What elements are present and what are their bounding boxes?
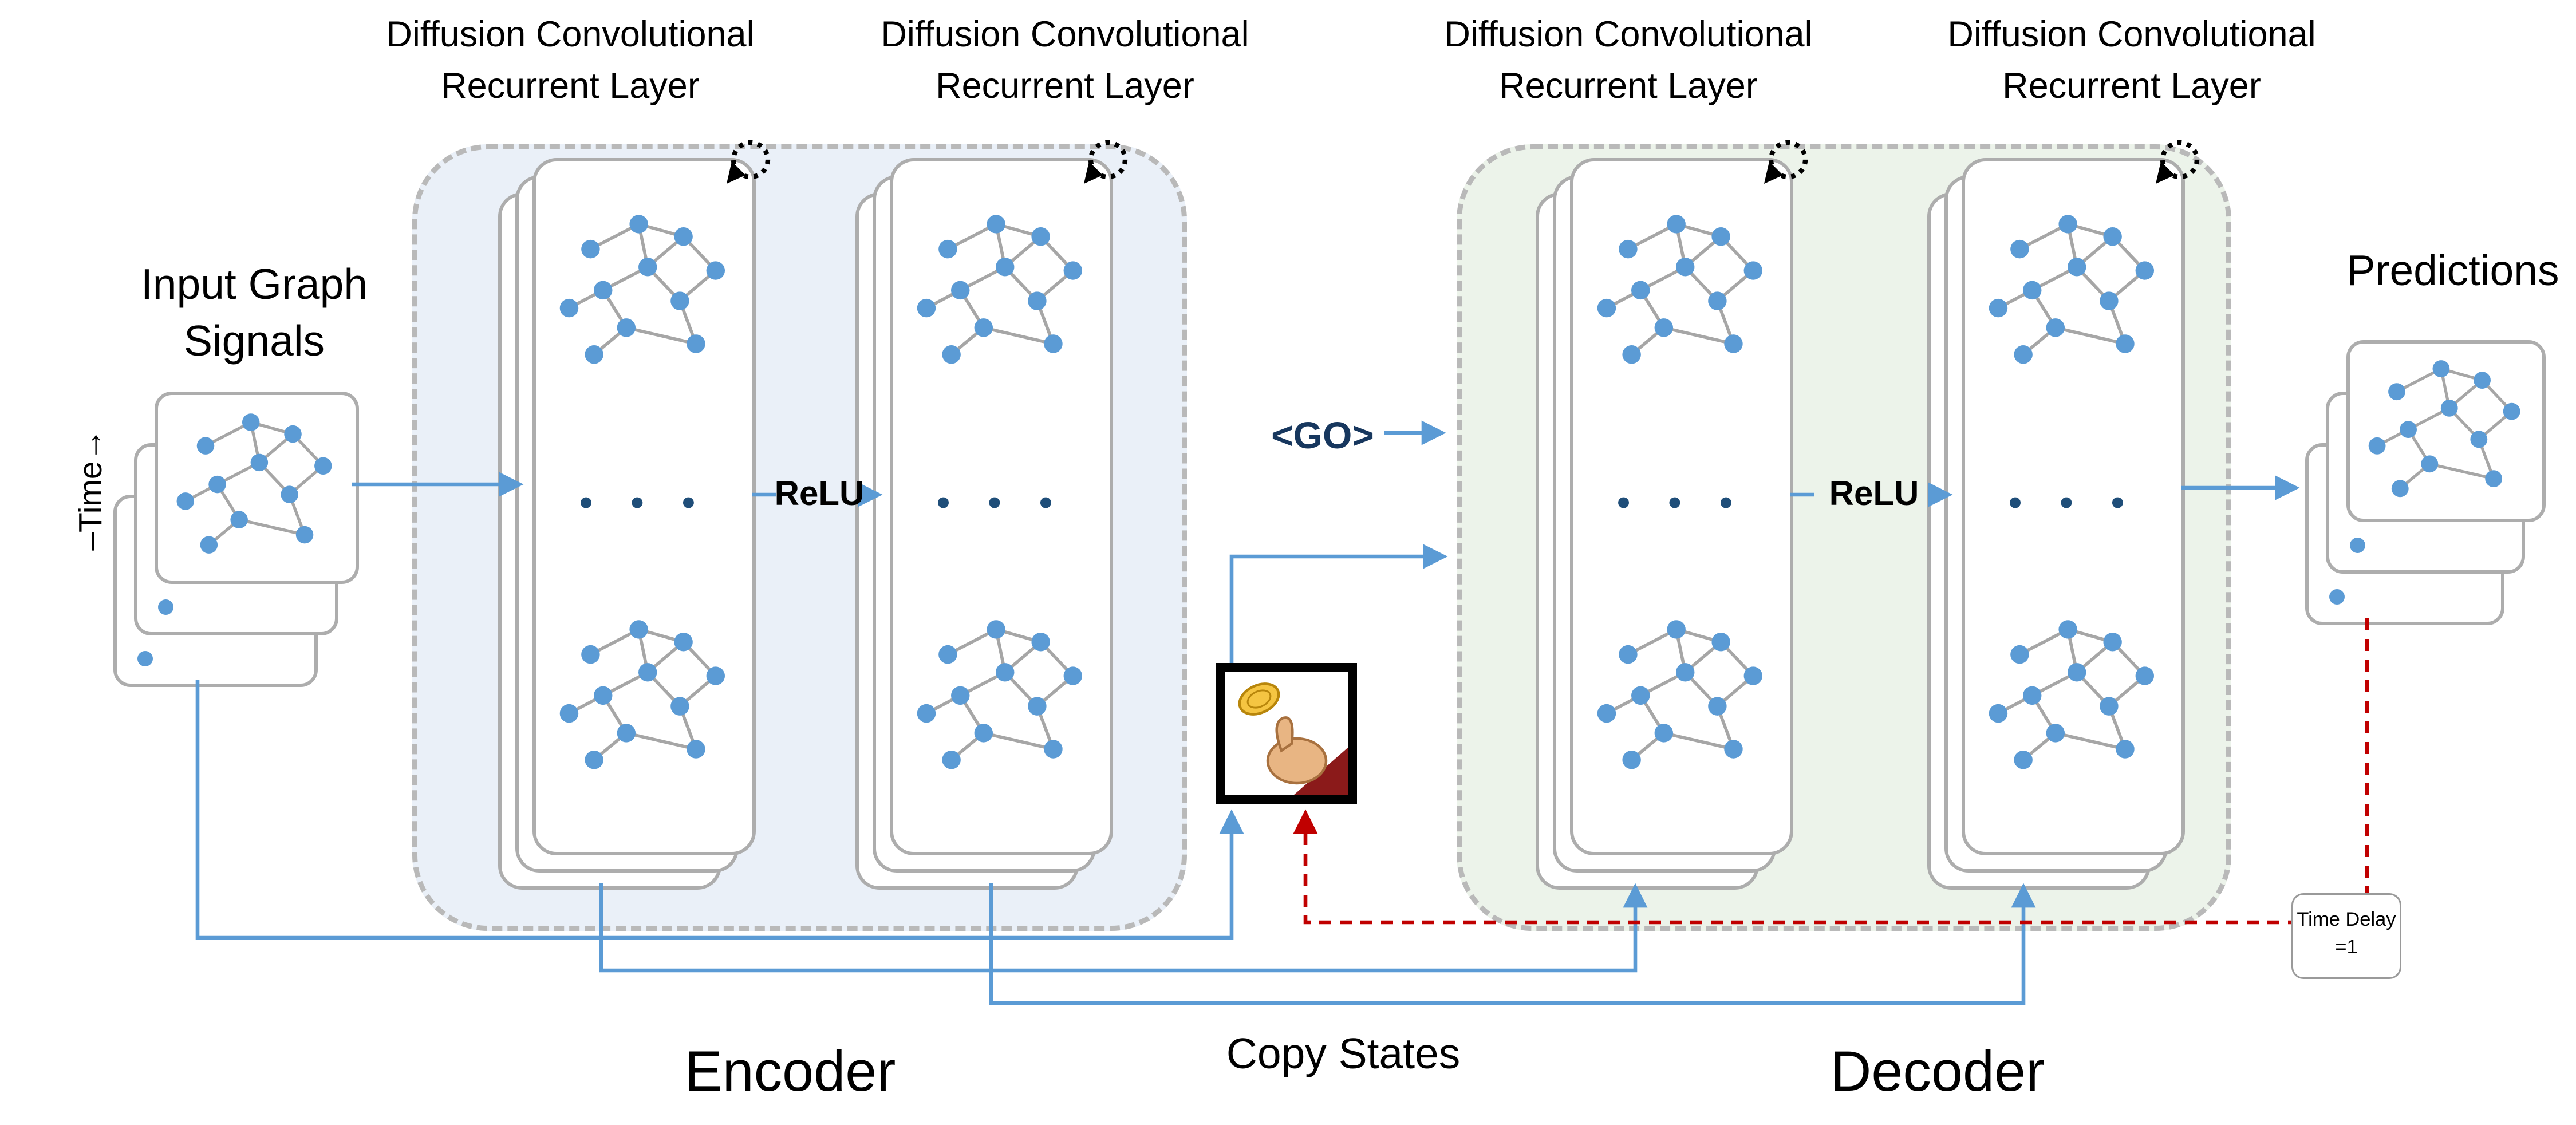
relu-label-encoder: ReLU	[774, 476, 865, 514]
graph-thumbnail	[555, 211, 733, 373]
coin-flip-image	[1216, 663, 1357, 804]
graph-thumbnail	[1592, 211, 1771, 373]
graph-node-dot	[2350, 538, 2365, 553]
prediction-card-front	[2346, 340, 2546, 522]
hidden-units-ellipsis: • • •	[936, 481, 1067, 524]
graph-thumbnail	[1984, 617, 2163, 778]
arrow-coin-to-decoder	[1229, 544, 1448, 663]
layer-title: Diffusion Convolutional Recurrent Layer	[386, 15, 755, 108]
layer-title: Diffusion Convolutional Recurrent Layer	[881, 15, 1249, 108]
hidden-units-ellipsis: • • •	[1616, 481, 1747, 524]
recurrent-layer-card-front: • • •	[532, 158, 756, 855]
predictions-label: Predictions	[2346, 247, 2559, 295]
layer-title: Diffusion Convolutional Recurrent Layer	[1444, 15, 1813, 108]
graph-thumbnail	[912, 211, 1091, 373]
go-token-label: <GO>	[1271, 414, 1374, 457]
encoder-label: Encoder	[684, 1039, 896, 1103]
recurrence-loop-icon	[2147, 137, 2209, 189]
hidden-units-ellipsis: • • •	[2008, 481, 2139, 524]
recurrence-loop-icon	[1075, 137, 1137, 189]
graph-node-dot	[137, 651, 153, 666]
time-axis-label: –Time→	[74, 428, 110, 551]
input-graph-signals-label: Input Graph Signals	[140, 261, 368, 365]
graph-thumbnail	[1592, 617, 1771, 778]
input-card-front	[155, 392, 359, 584]
graph-node-dot	[158, 599, 173, 615]
recurrent-layer-card-front: • • •	[890, 158, 1113, 855]
graph-thumbnail	[2364, 357, 2528, 505]
graph-thumbnail	[1984, 211, 2163, 373]
copy-states-label: Copy States	[1226, 1031, 1461, 1079]
decoder-label: Decoder	[1830, 1039, 2045, 1103]
graph-thumbnail	[912, 617, 1091, 778]
relu-label-decoder: ReLU	[1829, 476, 1919, 514]
recurrence-loop-icon	[1756, 137, 1817, 189]
graph-thumbnail	[555, 617, 733, 778]
coin-flip-illustration	[1238, 682, 1348, 795]
graph-thumbnail	[172, 410, 340, 562]
recurrent-layer-card-front: • • •	[1570, 158, 1793, 855]
graph-node-dot	[2329, 589, 2345, 605]
recurrence-loop-icon	[718, 137, 780, 189]
time-delay-box: Time Delay =1	[2291, 893, 2401, 979]
recurrent-layer-card-front: • • •	[1962, 158, 2185, 855]
layer-title: Diffusion Convolutional Recurrent Layer	[1947, 15, 2316, 108]
hidden-units-ellipsis: • • •	[579, 481, 709, 524]
